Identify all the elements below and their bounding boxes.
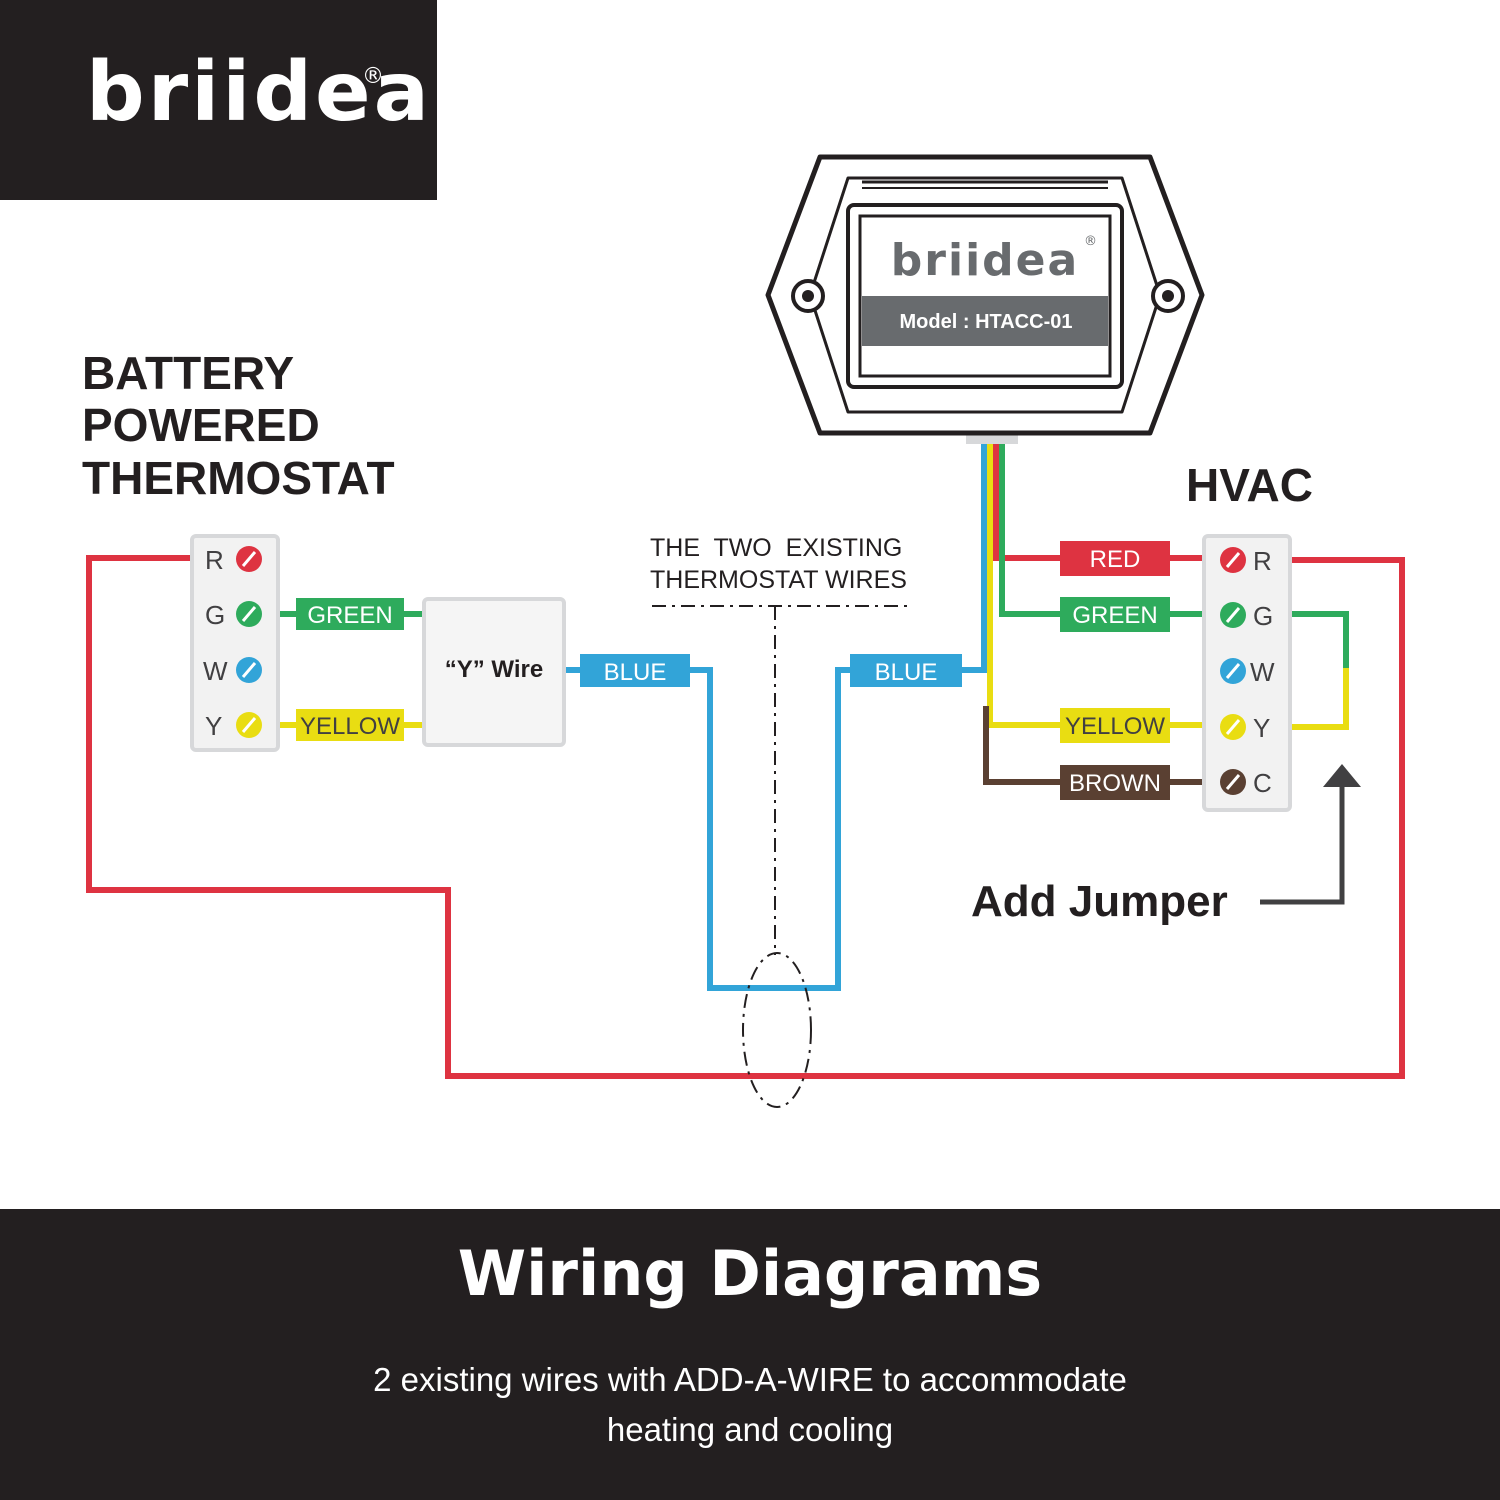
- thermostat-screw-y-icon: [236, 712, 262, 738]
- annotation-line1: THE TWO EXISTING: [650, 534, 902, 562]
- hvac-screw-w-icon: [1220, 658, 1246, 684]
- y-wire-label: “Y” Wire: [445, 656, 543, 683]
- jumper-green-segment: [1290, 611, 1349, 668]
- thermostat-title-line1: BATTERY: [82, 347, 294, 399]
- blue-right-label: BLUE: [875, 659, 938, 686]
- hvac-terminal-g-label: G: [1253, 601, 1273, 631]
- thermostat-terminal-block: [190, 534, 280, 752]
- hvac-terminal-r-label: R: [1253, 546, 1272, 576]
- brand-registered-mark: ®: [362, 64, 384, 89]
- brand-logo: briidea: [86, 45, 432, 140]
- hvac-yellow-label: YELLOW: [1065, 713, 1165, 740]
- hvac-red-wire: [993, 440, 1204, 561]
- thermostat-terminal-r-label: R: [205, 545, 224, 575]
- hvac-screw-g-icon: [1220, 602, 1246, 628]
- add-jumper-label: Add Jumper: [971, 877, 1228, 926]
- annotation-line2: THERMOSTAT WIRES: [650, 566, 907, 594]
- hvac-terminal-c-label: C: [1253, 768, 1272, 798]
- jumper-yellow-segment: [1290, 668, 1349, 730]
- red-wire-loop: [86, 555, 1405, 1079]
- hvac-screw-y-icon: [1220, 714, 1246, 740]
- blue-wire: [564, 440, 987, 991]
- footer-subtitle-line1: 2 existing wires with ADD-A-WIRE to acco…: [373, 1361, 1127, 1398]
- thermostat-title-line2: POWERED: [82, 399, 320, 451]
- hvac-yellow-wire: [987, 440, 1204, 728]
- blue-left-label: BLUE: [604, 659, 667, 686]
- footer-subtitle: 2 existing wires with ADD-A-WIRE to acco…: [0, 1355, 1500, 1455]
- model-band: [862, 296, 1108, 346]
- thermostat-screw-r-icon: [236, 546, 262, 572]
- thermostat-title-line3: THERMOSTAT: [82, 452, 395, 504]
- device-brand-logo: briidea: [891, 235, 1079, 286]
- hvac-screw-c-icon: [1220, 769, 1246, 795]
- jumper-arrow-head-icon: [1323, 764, 1361, 787]
- hvac-title: HVAC: [1186, 459, 1313, 511]
- hvac-screw-r-icon: [1220, 547, 1246, 573]
- brand-header: briidea ®: [0, 0, 437, 200]
- device-model-label: Model : HTACC-01: [900, 311, 1073, 333]
- thermostat-yellow-label: YELLOW: [300, 713, 400, 740]
- annotation-wire-ellipse: [742, 952, 812, 1108]
- thermostat-green-label: GREEN: [307, 602, 392, 629]
- hvac-brown-label: BROWN: [1069, 770, 1161, 797]
- hvac-red-label: RED: [1090, 546, 1141, 573]
- hvac-terminal-y-label: Y: [1253, 713, 1270, 743]
- thermostat-terminal-g-label: G: [205, 600, 225, 630]
- thermostat-terminal-w-label: W: [203, 656, 228, 686]
- thermostat-terminal-y-label: Y: [205, 711, 222, 741]
- thermostat-screw-w-icon: [236, 657, 262, 683]
- hvac-terminal-block: [1202, 534, 1292, 812]
- hvac-green-wire: [999, 440, 1204, 617]
- thermostat-screw-g-icon: [236, 601, 262, 627]
- y-wire-box: [422, 597, 566, 747]
- jumper-arrow-line: [1260, 785, 1345, 905]
- footer-subtitle-line2: heating and cooling: [606, 1411, 894, 1448]
- hvac-green-label: GREEN: [1072, 602, 1157, 629]
- add-a-wire-device: [765, 154, 1205, 436]
- footer-banner: Wiring Diagrams 2 existing wires with AD…: [0, 1209, 1500, 1500]
- device-registered-mark: ®: [1084, 234, 1097, 249]
- footer-title: Wiring Diagrams: [457, 1237, 1043, 1310]
- hvac-terminal-w-label: W: [1250, 657, 1275, 687]
